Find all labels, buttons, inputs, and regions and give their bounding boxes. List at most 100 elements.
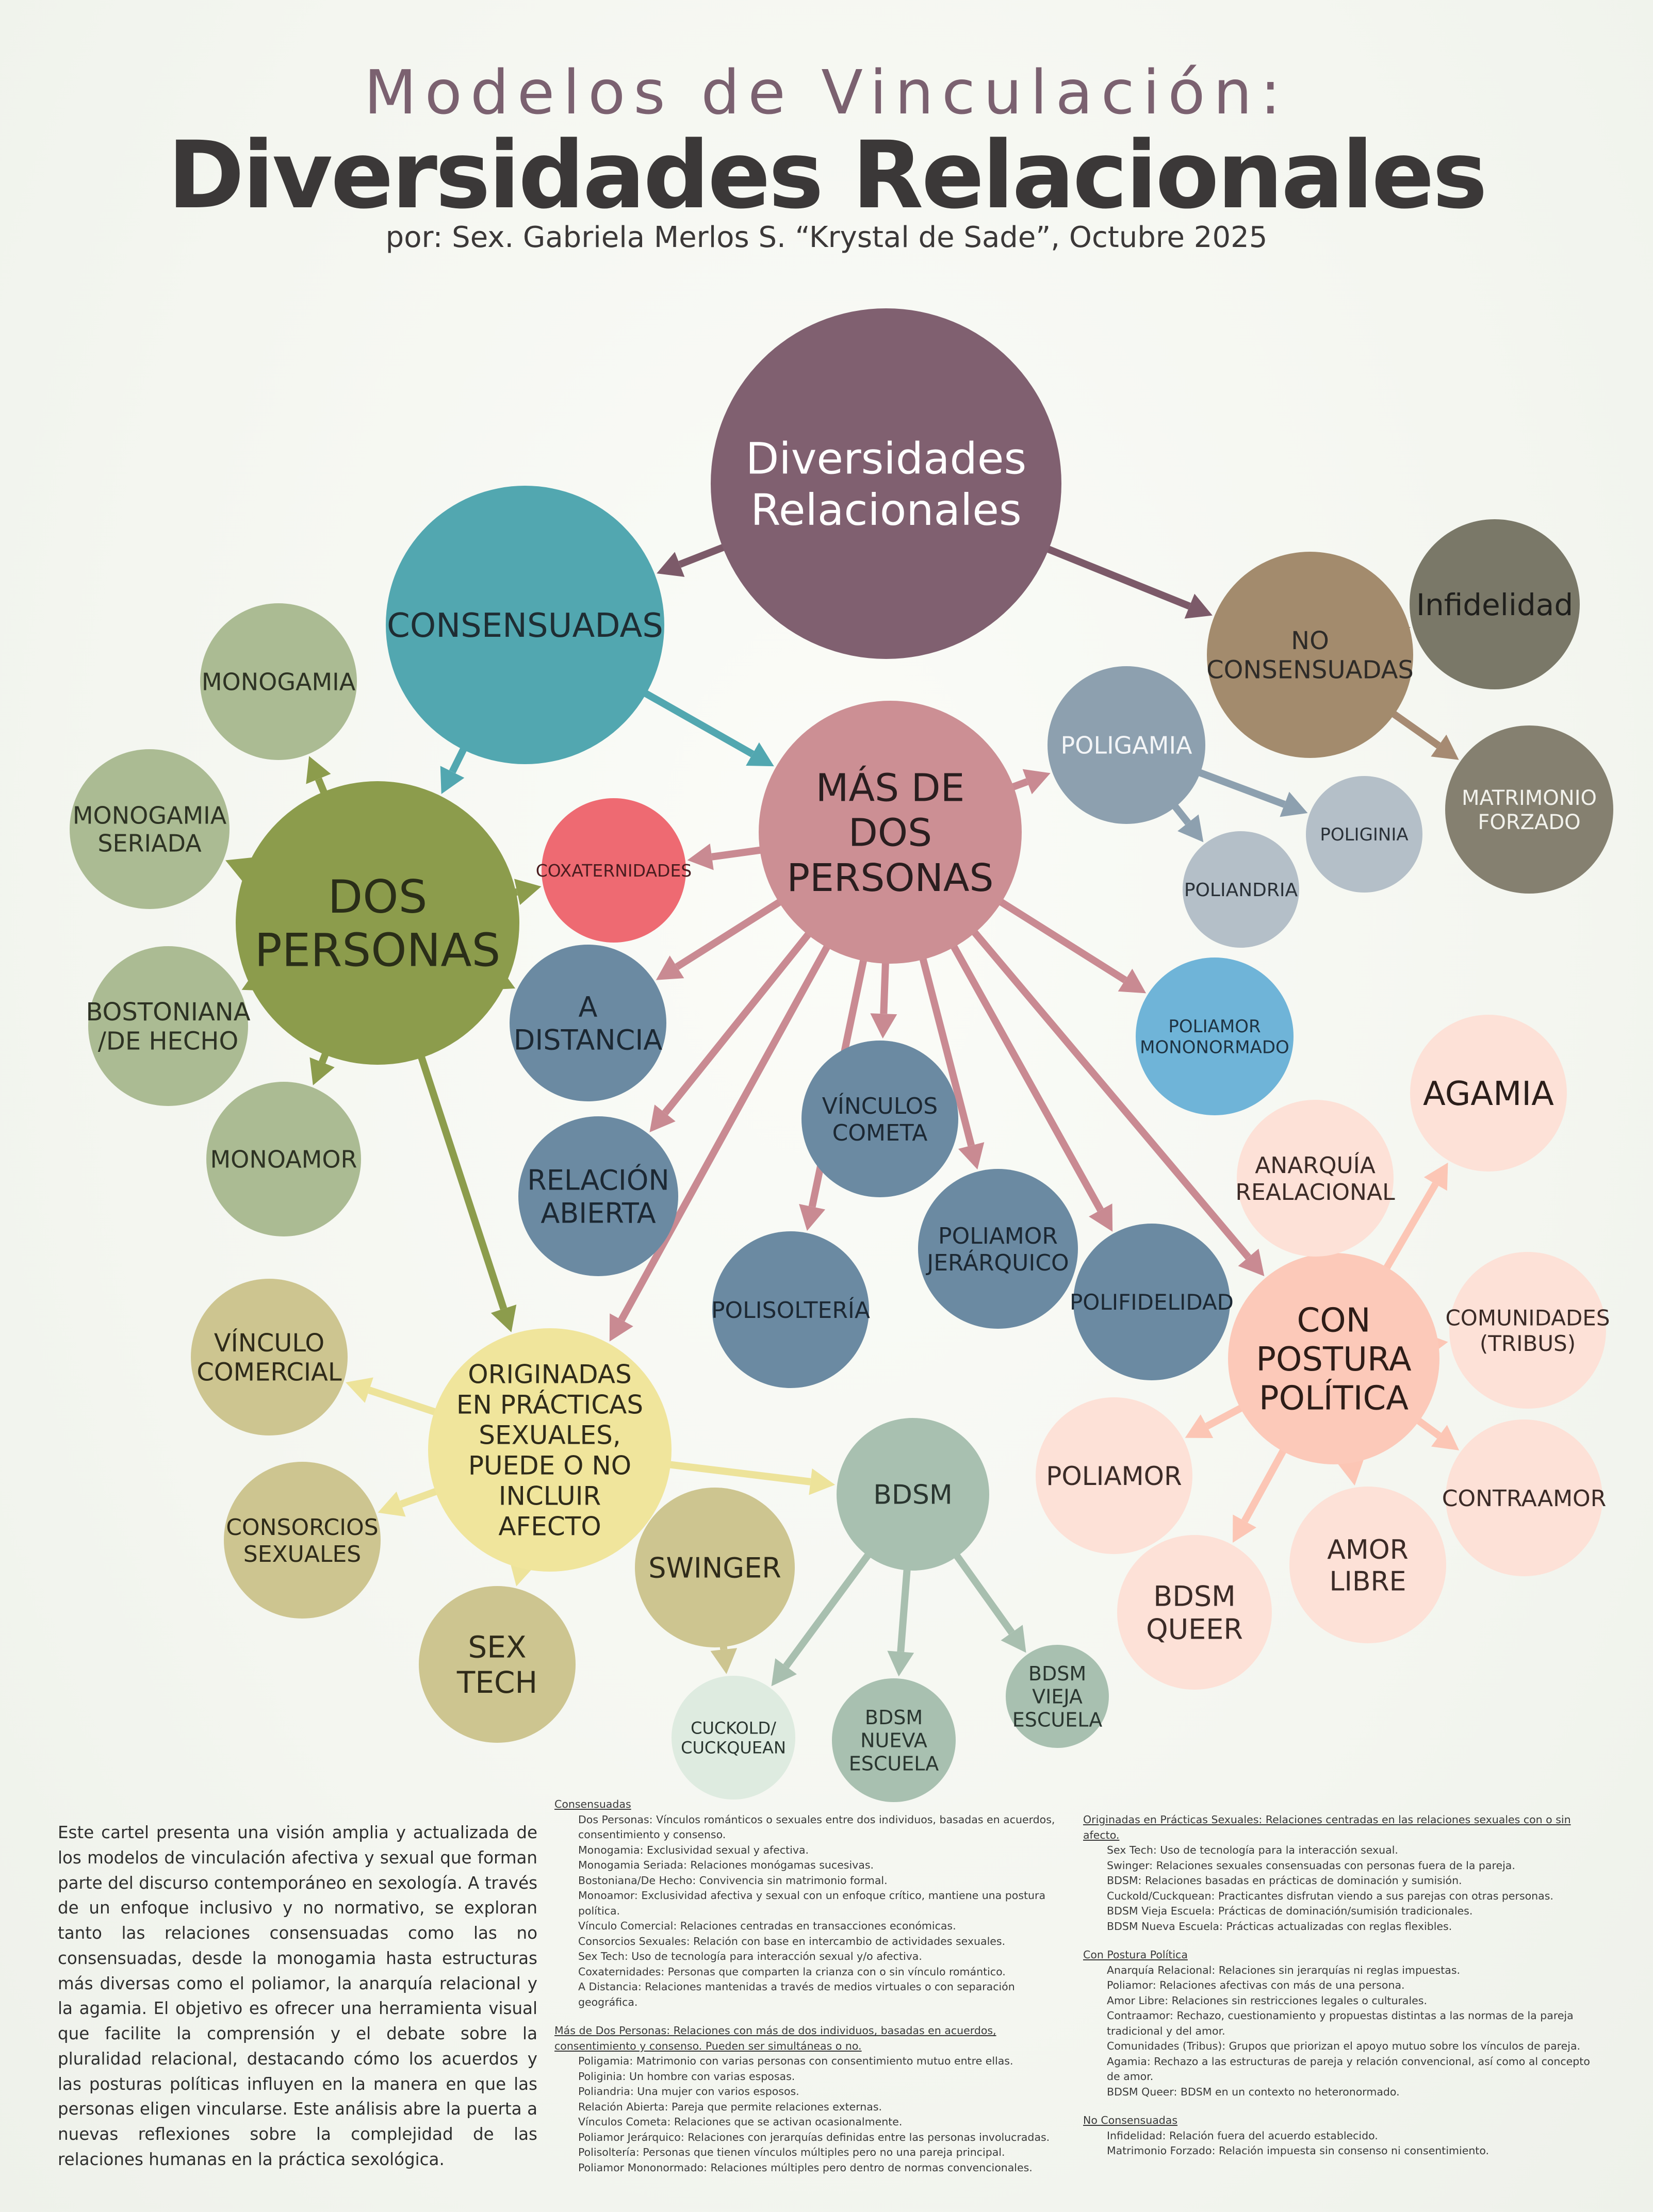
arrow-mas_de_dos-to-vinculos_cometa: [880, 960, 890, 1014]
node-poligamia: POLIGAMIA: [1048, 666, 1205, 824]
node-label-dos-personas: DOS: [328, 870, 428, 923]
poster-byline: por: Sex. Gabriela Merlos S. “Krystal de…: [385, 221, 1268, 254]
arrowhead-poligamia-to-poliandria: [1177, 814, 1204, 843]
node-circle-comunidades: [1449, 1252, 1606, 1409]
node-circle-monogamia: [200, 603, 357, 760]
arrowhead-con_postura-to-amor_libre: [1337, 1459, 1364, 1486]
glossary-entry: Infidelidad: Relación fuera del acuerdo …: [1107, 2129, 1378, 2142]
arrow-mas_de_dos-to-poliamor_mononormado: [996, 897, 1127, 983]
node-label-bdsm-vieja: ESCUELA: [1012, 1709, 1103, 1731]
glossary-entry: Swinger: Relaciones sexuales consensuada…: [1107, 1859, 1515, 1872]
glossary-entry: Vínculo Comercial: Relaciones centradas …: [578, 1920, 956, 1933]
arrow-root-to-consensuadas: [678, 543, 727, 568]
arrowhead-originadas-to-bdsm: [809, 1468, 836, 1495]
node-poliamor: POLIAMOR: [1036, 1397, 1192, 1554]
node-label-a-distancia: DISTANCIA: [514, 1024, 663, 1056]
node-circle-monoamor: [206, 1082, 361, 1236]
node-circle-polifidelidad: [1073, 1224, 1230, 1380]
glossary-entry: Sex Tech: Uso de tecnología para la inte…: [1107, 1844, 1398, 1857]
node-label-vinculo-comercial: VÍNCULO: [214, 1328, 324, 1358]
arrowhead-originadas-to-consorcios: [378, 1491, 406, 1517]
arrow-originadas-to-bdsm: [667, 1460, 811, 1485]
arrow-con_postura-to-bdsm_queer: [1241, 1447, 1288, 1523]
arrow-no_consensuadas-to-matrimonio_forzado: [1389, 709, 1441, 749]
node-label-relacion-abierta: ABIERTA: [541, 1197, 656, 1229]
node-label-monogamia-seriada: MONOGAMIA: [73, 801, 227, 829]
glossary-entry: Vínculos Cometa: Relaciones que se activ…: [578, 2116, 903, 2128]
node-circle-sex-tech: [419, 1586, 576, 1743]
glossary-entry: Poligamia: Matrimonio con varias persona…: [578, 2055, 1013, 2068]
arrow-originadas-to-consorcios: [400, 1487, 440, 1508]
node-monogamia: MONOGAMIA: [200, 603, 357, 760]
arrow-mas_de_dos-to-con_postura: [970, 928, 1251, 1260]
node-label-originadas: INCLUIR: [499, 1481, 601, 1511]
node-label-con-postura: POSTURA: [1256, 1341, 1411, 1379]
node-circle-polisolteria: [712, 1231, 869, 1388]
node-label-root: Diversidades: [746, 434, 1027, 484]
glossary-entry: Comunidades (Tribus): Grupos que prioriz…: [1107, 2040, 1581, 2053]
node-circle-poliamor-mononormado: [1136, 958, 1294, 1115]
glossary-entry: Dos Personas: Vínculos románticos o sexu…: [578, 1813, 1055, 1841]
node-label-mas-de-dos: MÁS DE: [816, 765, 965, 810]
node-circle-consensuadas: [386, 486, 664, 764]
glossary-entry: Poliamor: Relaciones afectivas con más d…: [1107, 1979, 1405, 1992]
arrowhead-con_postura-to-poliamor: [1185, 1414, 1214, 1439]
glossary-spacer: [1083, 2100, 1594, 2113]
node-circle-bdsm-vieja: [1006, 1645, 1109, 1748]
node-coxaternidades: COXATERNIDADES: [536, 798, 692, 943]
poster-title: Diversidades Relacionales: [167, 122, 1488, 229]
node-circle-infidelidad: [1410, 519, 1580, 689]
arrowhead-con_postura-to-contraamor: [1431, 1425, 1460, 1450]
node-label-bdsm-vieja: BDSM: [1028, 1662, 1086, 1685]
glossary-heading: Originadas en Prácticas Sexuales: Relaci…: [1083, 1813, 1571, 1841]
node-label-no-consensuadas: CONSENSUADAS: [1206, 656, 1414, 685]
node-consensuadas: CONSENSUADAS: [386, 486, 664, 764]
node-label-mas-de-dos: PERSONAS: [787, 856, 994, 900]
arrowhead-dos_personas-to-coxaternidades: [514, 879, 542, 905]
arrow-con_postura-to-contraamor: [1414, 1416, 1442, 1439]
node-label-consorcios: SEXUALES: [243, 1541, 361, 1567]
arrow-bdsm-to-cuckold: [783, 1551, 873, 1669]
node-circle-anarquia: [1237, 1100, 1394, 1257]
arrow-bdsm-to-bdsm_nueva: [897, 1567, 911, 1653]
arrowhead-bdsm-to-cuckold: [771, 1658, 797, 1687]
arrowhead-con_postura-to-bdsm_queer: [1233, 1514, 1256, 1543]
node-label-bostoniana: BOSTONIANA: [86, 998, 250, 1027]
glossary-entry: Agamia: Rechazo a las estructuras de par…: [1107, 2055, 1590, 2083]
node-cuckold: CUCKOLD/CUCKQUEAN: [672, 1676, 795, 1800]
node-circle-agamia: [1410, 1015, 1567, 1171]
node-label-bdsm-nueva: BDSM: [865, 1706, 923, 1729]
node-label-originadas: SEXUALES,: [479, 1421, 620, 1450]
node-circle-consorcios: [224, 1462, 381, 1619]
arrowhead-con_postura-to-agamia: [1423, 1162, 1448, 1191]
node-label-monoamor: MONOAMOR: [210, 1146, 357, 1174]
node-circle-contraamor: [1446, 1419, 1602, 1576]
glossary-entry: Poliamor Jerárquico: Relaciones con jera…: [578, 2131, 1050, 2143]
node-label-monogamia-seriada: SERIADA: [97, 830, 202, 857]
node-label-mas-de-dos: DOS: [848, 811, 932, 855]
node-circle-bdsm-queer: [1117, 1535, 1272, 1690]
arrowhead-mas_de_dos-to-poligamia: [1022, 769, 1051, 795]
node-label-dos-personas: PERSONAS: [255, 924, 501, 977]
node-agamia: AGAMIA: [1410, 1015, 1567, 1171]
node-label-con-postura: CON: [1297, 1302, 1371, 1340]
node-label-contraamor: CONTRAAMOR: [1442, 1485, 1607, 1512]
arrowhead-mas_de_dos-to-polisolteria: [799, 1203, 826, 1231]
node-label-polisolteria: POLISOLTERÍA: [711, 1296, 870, 1324]
node-circle-vinculos-cometa: [801, 1041, 958, 1197]
node-label-bdsm-nueva: NUEVA: [860, 1729, 927, 1752]
node-poliandria: POLIANDRIA: [1183, 831, 1299, 948]
node-label-monogamia: MONOGAMIA: [202, 668, 356, 696]
node-circle-poliamor: [1036, 1397, 1192, 1554]
arrowhead-mas_de_dos-to-vinculos_cometa: [870, 1013, 897, 1039]
node-circle-coxaternidades: [542, 798, 686, 943]
node-label-bdsm-queer: BDSM: [1153, 1580, 1236, 1613]
arrow-poligamia-to-poliandria: [1170, 802, 1191, 826]
arrowhead-mas_de_dos-to-con_postura: [1238, 1248, 1265, 1277]
